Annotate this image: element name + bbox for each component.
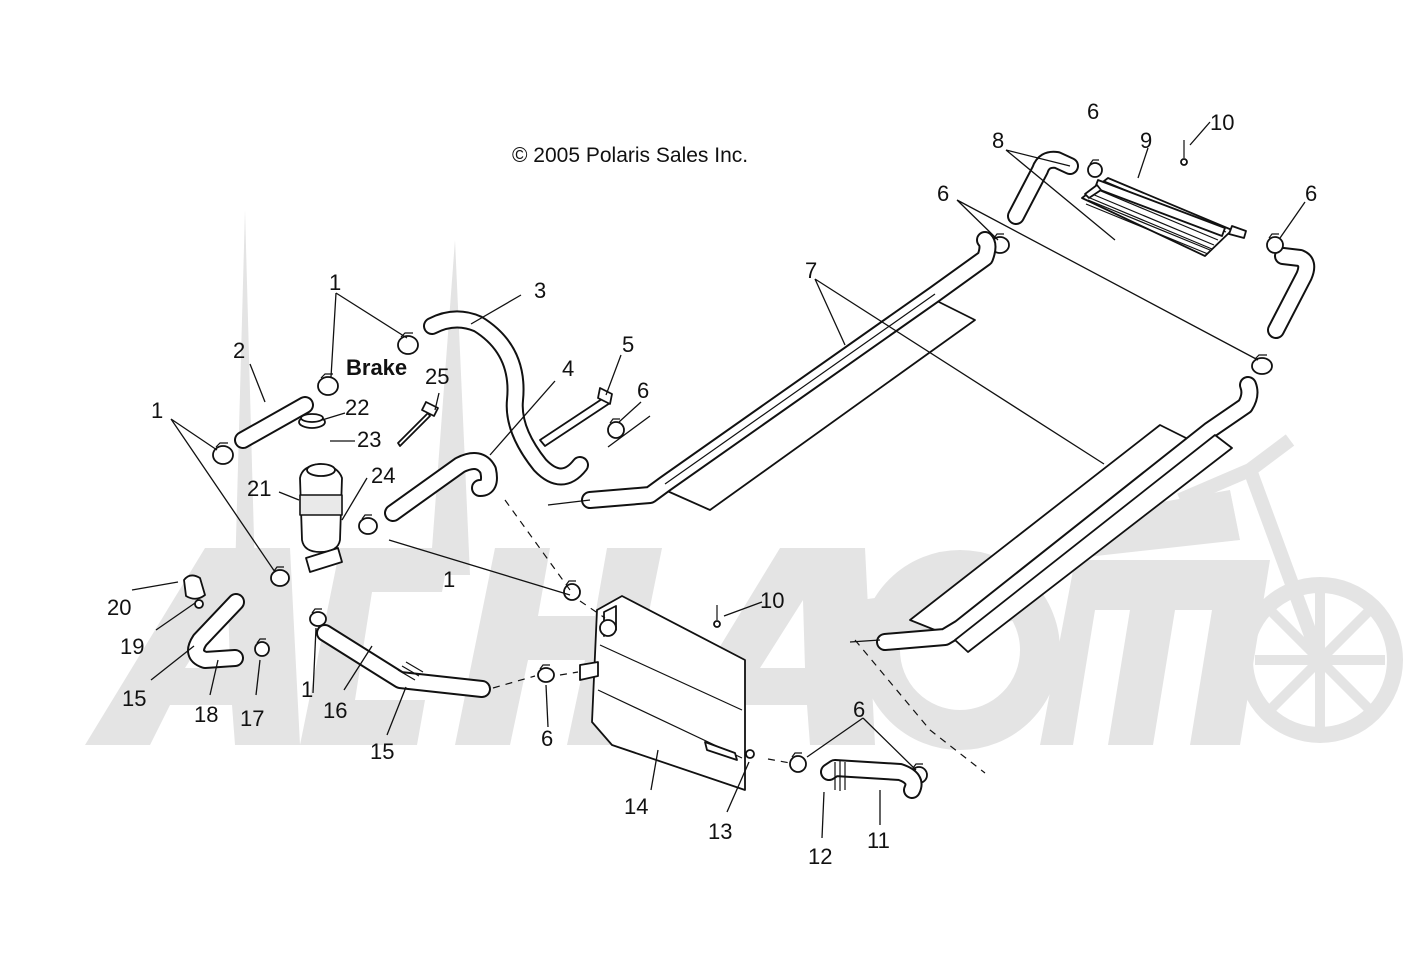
callout-21: 21 bbox=[247, 476, 271, 501]
callout-9: 9 bbox=[1140, 128, 1152, 153]
callout-4: 4 bbox=[562, 356, 574, 381]
callout-7: 7 bbox=[805, 258, 817, 283]
callout-1: 1 bbox=[329, 270, 341, 295]
callout-24: 24 bbox=[371, 463, 395, 488]
callout-23: 23 bbox=[357, 427, 381, 452]
callout-13: 13 bbox=[708, 819, 732, 844]
callout-10: 10 bbox=[760, 588, 784, 613]
callout-12: 12 bbox=[808, 844, 832, 869]
callout-14: 14 bbox=[624, 794, 648, 819]
callout-1: 1 bbox=[151, 398, 163, 423]
callout-1: 1 bbox=[443, 567, 455, 592]
callout-10: 10 bbox=[1210, 110, 1234, 135]
part-21-reservoir bbox=[298, 413, 343, 573]
callout-18: 18 bbox=[194, 702, 218, 727]
callout-15: 15 bbox=[122, 686, 146, 711]
callout-22: 22 bbox=[345, 395, 369, 420]
callout-20: 20 bbox=[107, 595, 131, 620]
callout-labels: 1 1 1 1 2 3 4 5 6 6 6 6 6 6 7 8 9 10 10 … bbox=[107, 99, 1317, 869]
callout-19: 19 bbox=[120, 634, 144, 659]
leader-lines bbox=[131, 121, 1306, 839]
callout-8: 8 bbox=[992, 128, 1004, 153]
part-10-bolts bbox=[713, 140, 1188, 628]
callout-5: 5 bbox=[622, 332, 634, 357]
callout-17: 17 bbox=[240, 706, 264, 731]
callout-16: 16 bbox=[323, 698, 347, 723]
callout-6: 6 bbox=[637, 378, 649, 403]
callout-6: 6 bbox=[1087, 99, 1099, 124]
part-5-25-ties bbox=[397, 387, 613, 447]
part-9-heat-exchanger bbox=[1081, 177, 1247, 257]
routing-lines bbox=[492, 415, 986, 774]
callout-15: 15 bbox=[370, 739, 394, 764]
callout-6: 6 bbox=[853, 697, 865, 722]
part-3-4-hoses bbox=[384, 310, 589, 522]
brake-label: Brake bbox=[346, 355, 407, 380]
part-11-12-hose bbox=[745, 749, 923, 799]
callout-2: 2 bbox=[233, 338, 245, 363]
copyright-text: © 2005 Polaris Sales Inc. bbox=[512, 144, 748, 167]
callout-25: 25 bbox=[425, 364, 449, 389]
callout-6: 6 bbox=[541, 726, 553, 751]
part-14-front-exchanger bbox=[579, 595, 746, 791]
part-8-hoses bbox=[1007, 150, 1316, 339]
part-7-cooler-rails bbox=[581, 231, 1259, 653]
part-2-hose bbox=[234, 396, 314, 449]
callout-11: 11 bbox=[867, 828, 890, 853]
callout-6: 6 bbox=[937, 181, 949, 206]
callout-6: 6 bbox=[1305, 181, 1317, 206]
hose-clamps bbox=[212, 159, 1284, 784]
lower-left-hoses bbox=[183, 574, 491, 698]
callout-1: 1 bbox=[301, 677, 313, 702]
callout-3: 3 bbox=[534, 278, 546, 303]
